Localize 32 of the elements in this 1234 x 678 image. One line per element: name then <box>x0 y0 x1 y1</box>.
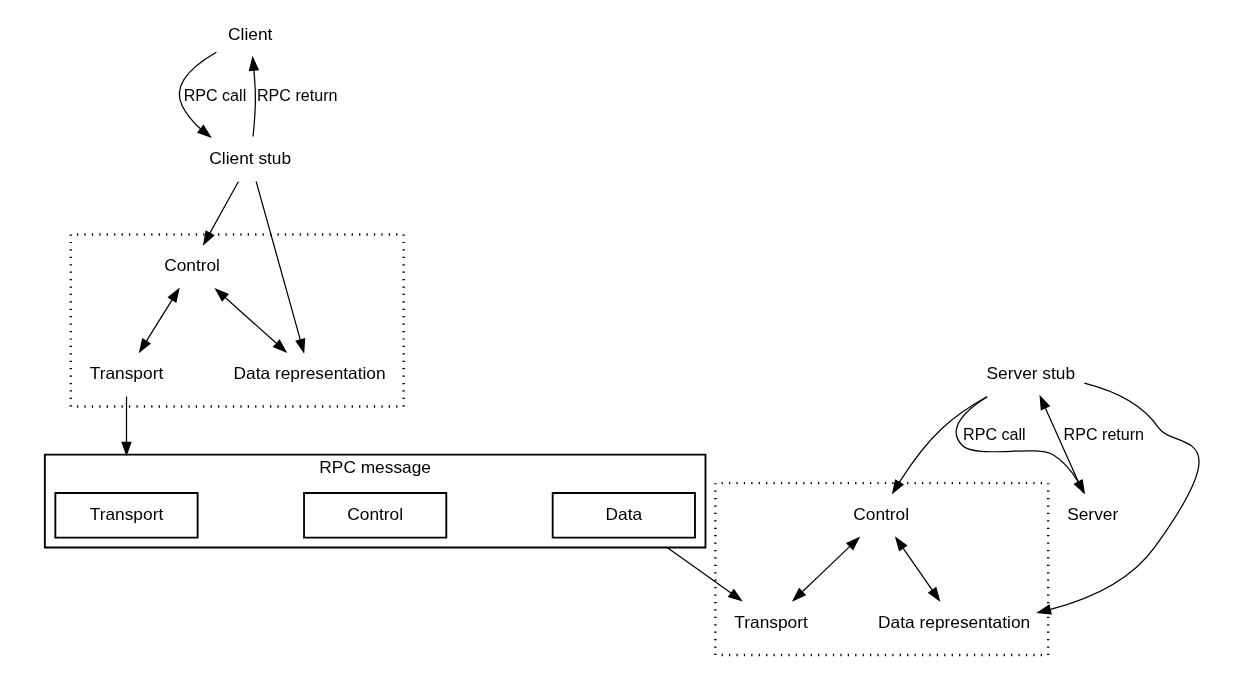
node-text: Transport <box>734 611 808 632</box>
node-box: Transport <box>54 492 199 539</box>
arrow <box>1036 382 1200 615</box>
arrow <box>214 287 288 354</box>
node-text: Client stub <box>209 147 292 168</box>
arrow <box>138 287 180 354</box>
arrow <box>894 536 941 602</box>
arrow <box>791 536 861 602</box>
node-text: Server stub <box>986 362 1076 383</box>
node-text: Control <box>164 255 220 276</box>
cluster <box>69 233 405 408</box>
node-text: Transport <box>89 362 164 383</box>
node-text: Client <box>228 23 273 44</box>
arrow <box>178 51 217 138</box>
arrow <box>202 180 240 246</box>
arrow <box>666 546 743 602</box>
arrow <box>255 180 306 354</box>
edge-label: RPC return <box>1063 425 1145 444</box>
arrow <box>121 395 132 457</box>
node-box: Data <box>551 492 696 539</box>
arrow <box>248 55 260 138</box>
edge-label: RPC call <box>183 86 247 105</box>
node-text: Data representation <box>233 362 386 383</box>
arrow <box>955 396 1086 495</box>
edge-label: RPC return <box>257 86 338 105</box>
arrow <box>891 396 988 495</box>
node-text: Control <box>853 503 910 524</box>
node-box: Control <box>303 492 448 539</box>
node-text: Data representation <box>878 611 1031 632</box>
node-text: Server <box>1067 503 1119 524</box>
arrow <box>1039 394 1084 494</box>
edge-label: RPC call <box>963 425 1026 444</box>
